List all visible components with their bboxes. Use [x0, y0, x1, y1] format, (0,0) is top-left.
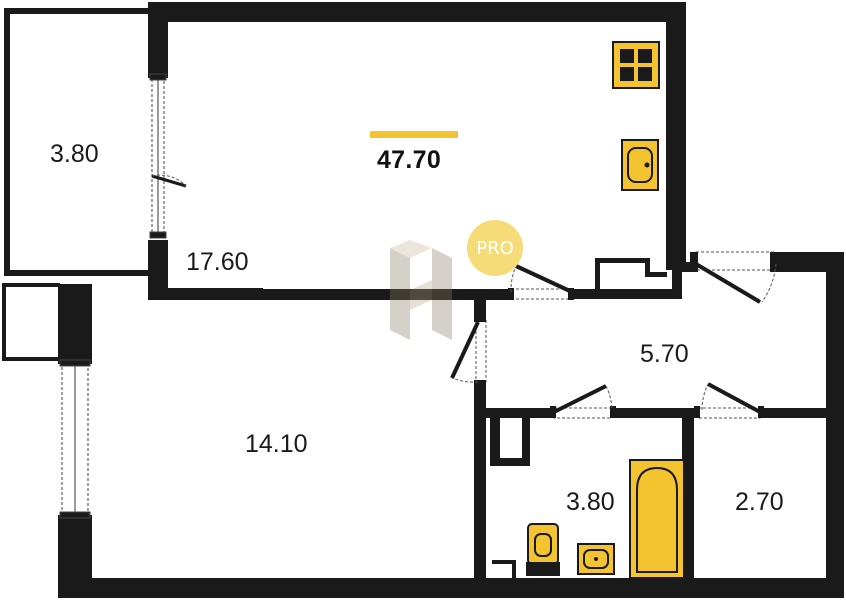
- total-area-accent-bar: [370, 131, 458, 138]
- bedroom-area-label: 14.10: [245, 430, 308, 458]
- toilet-icon: [526, 523, 560, 576]
- kitchen-sink-icon: [621, 139, 659, 191]
- total-area-value: 47.70: [376, 146, 442, 174]
- windows: [59, 73, 187, 519]
- bathtub-icon: [629, 459, 685, 579]
- doors: [450, 251, 778, 419]
- washbasin-icon: [577, 543, 615, 575]
- living-kitchen-area-label: 17.60: [186, 248, 249, 276]
- balcony-area-label: 3.80: [50, 140, 99, 168]
- total-area: 47.70: [370, 131, 460, 175]
- stove-icon: [612, 41, 660, 89]
- toilet-area-label: 2.70: [735, 488, 784, 516]
- watermark-logo: [390, 240, 452, 340]
- pro-badge-text: PRO: [476, 237, 514, 259]
- pro-badge: PRO: [467, 220, 523, 276]
- bathroom-area-label: 3.80: [566, 488, 615, 516]
- hallway-area-label: 5.70: [640, 340, 689, 368]
